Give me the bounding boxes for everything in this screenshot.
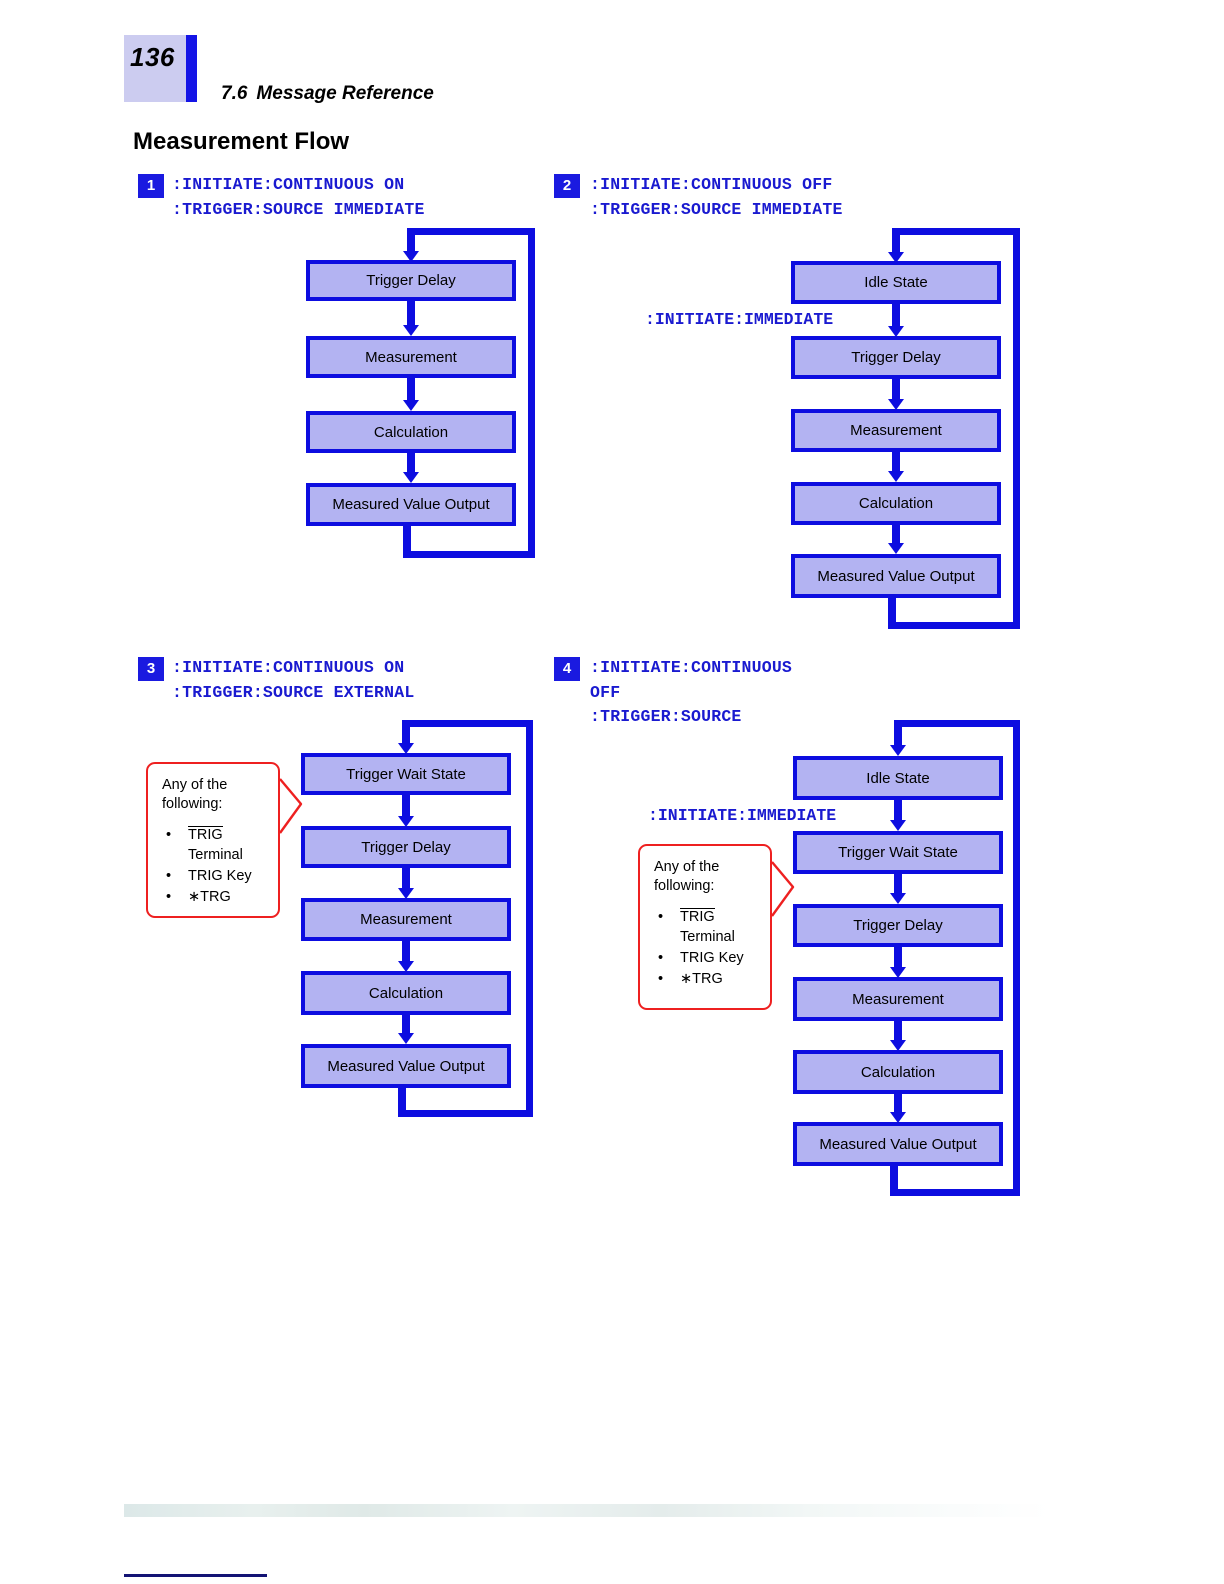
arrow-into-node-2-1 [888,228,904,263]
node-trigger-delay: Trigger Delay [306,260,516,301]
node-calculation: Calculation [793,1050,1003,1094]
node-measurement: Measurement [791,409,1001,452]
feedback-loop-top-1 [411,228,535,330]
callout-tail-3 [279,778,303,834]
section-number: 7.6 [221,83,248,104]
feedback-loop-bottom-1 [411,330,535,558]
arrow-into-node-4-1 [890,720,906,756]
arrow-4-5-6 [890,1094,906,1123]
node-measurement: Measurement [793,977,1003,1021]
feedback-loop-top-2 [896,228,1020,330]
node-calculation: Calculation [301,971,511,1015]
arrow-2-4-5 [888,525,904,554]
feedback-return-stub-3 [398,1086,406,1117]
node-measured-value-output: Measured Value Output [791,554,1001,598]
node-measured-value-output: Measured Value Output [301,1044,511,1088]
bullet-icon: • [658,909,664,925]
node-measured-value-output: Measured Value Output [793,1122,1003,1166]
footer-rule [124,1574,267,1577]
callout-item-trig-key: •TRIG Key [166,868,252,884]
inline-command-initiate-immediate-2: :INITIATE:IMMEDIATE [645,310,834,329]
feedback-loop-bottom-3 [406,822,533,1117]
arrow-3-4-5 [398,1015,414,1044]
diagram-commands-3: :INITIATE:CONTINUOUS ON :TRIGGER:SOURCE … [172,658,415,702]
arrow-3-3-4 [398,941,414,972]
diagram-commands-1: :INITIATE:CONTINUOUS ON :TRIGGER:SOURCE … [172,175,425,219]
node-measured-value-output: Measured Value Output [306,483,516,526]
arrow-3-4 [403,453,419,483]
bullet-icon: • [166,868,172,884]
node-trigger-delay: Trigger Delay [793,904,1003,947]
feedback-loop-bottom-2 [896,330,1020,629]
node-calculation: Calculation [306,411,516,453]
arrow-4-1-2 [890,800,906,831]
arrow-2-1-2 [888,304,904,337]
node-measurement: Measurement [301,898,511,941]
page-number-badge [124,35,186,102]
callout-item-star-trg: •∗TRG [658,971,723,987]
inline-command-initiate-immediate-4: :INITIATE:IMMEDIATE [648,806,837,825]
callout-tail-4 [771,861,795,917]
node-trigger-wait-state: Trigger Wait State [301,753,511,795]
arrow-4-3-4 [890,947,906,978]
node-measurement: Measurement [306,336,516,378]
arrow-into-node-1-1 [403,228,419,262]
diagram-commands-2: :INITIATE:CONTINUOUS OFF :TRIGGER:SOURCE… [590,175,843,219]
page-badge-accent-bar [186,35,197,102]
node-calculation: Calculation [791,482,1001,525]
bullet-icon: • [166,827,172,843]
callout-item-star-trg: •∗TRG [166,889,231,905]
diagram-index-badge-3: 3 [138,657,164,681]
trig-overline-label: TRIG [680,908,715,925]
node-idle-state: Idle State [791,261,1001,304]
node-trigger-delay: Trigger Delay [301,826,511,868]
bullet-icon: • [658,950,664,966]
bullet-icon: • [166,889,172,905]
arrow-2-3 [403,378,419,411]
diagram-index-badge-2: 2 [554,174,580,198]
arrow-4-4-5 [890,1021,906,1051]
node-trigger-delay: Trigger Delay [791,336,1001,379]
trig-overline-label: TRIG [188,826,223,843]
node-trigger-wait-state: Trigger Wait State [793,831,1003,874]
feedback-loop-top-4 [898,720,1020,822]
arrow-2-3-4 [888,452,904,482]
page-number: 136 [130,42,175,72]
arrow-3-1-2 [398,795,414,827]
feedback-return-stub-2 [888,596,896,629]
section-heading: 7.6 Message Reference [221,83,434,105]
node-idle-state: Idle State [793,756,1003,800]
arrow-into-node-3-1 [398,720,414,754]
feedback-loop-top-3 [406,720,533,822]
bullet-icon: • [658,971,664,987]
arrow-1-2 [403,301,419,336]
feedback-return-stub-4 [890,1164,898,1196]
callout-item-trig-key: •TRIG Key [658,950,744,966]
arrow-4-2-3 [890,874,906,904]
diagram-commands-4: :INITIATE:CONTINUOUS OFF :TRIGGER:SOURCE [590,658,793,726]
section-name: Message Reference [256,83,434,104]
page-title: Measurement Flow [133,128,350,155]
footer-decorative-band [124,1504,1050,1517]
feedback-loop-bottom-4 [898,822,1020,1196]
diagram-index-badge-4: 4 [554,657,580,681]
arrow-3-2-3 [398,868,414,899]
diagram-index-badge-1: 1 [138,174,164,198]
arrow-2-2-3 [888,379,904,410]
feedback-return-stub-1 [403,524,411,558]
